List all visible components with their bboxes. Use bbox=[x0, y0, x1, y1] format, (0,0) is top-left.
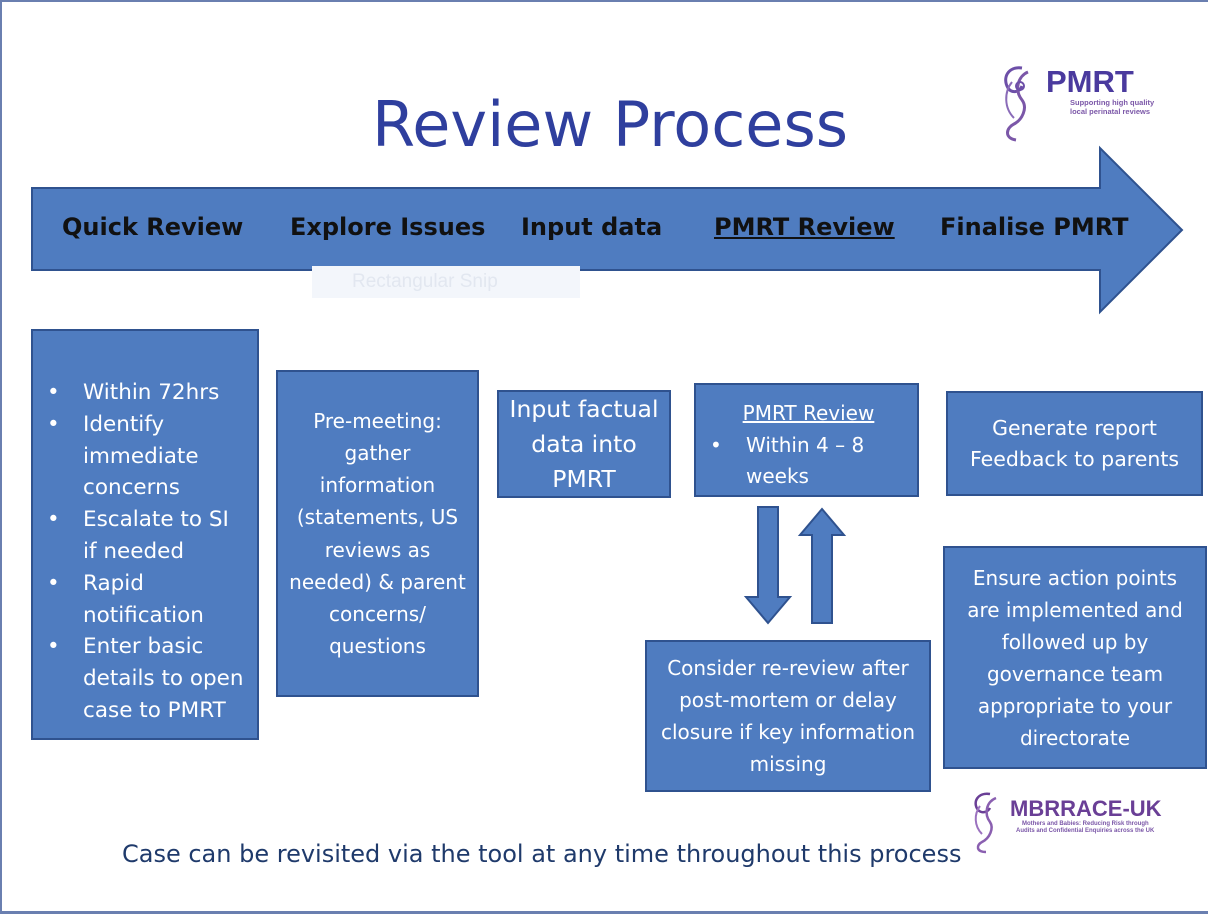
pmrt-review-box: PMRT Review •Within 4 – 8 weeks bbox=[694, 383, 919, 497]
explore-issues-text: Pre-meeting: gather information (stateme… bbox=[289, 408, 466, 659]
mbrrace-logo-tagline-2: Audits and Confidential Enquiries across… bbox=[1016, 828, 1155, 834]
input-data-box: Input factual data into PMRT bbox=[497, 390, 671, 498]
stage-finalise-pmrt: Finalise PMRT bbox=[940, 213, 1129, 241]
stage-quick-review: Quick Review bbox=[62, 213, 244, 241]
rectangular-snip-ghost: Rectangular Snip bbox=[312, 266, 580, 298]
down-arrow-icon bbox=[743, 506, 793, 625]
mbrrace-logo-name: MBRRACE-UK bbox=[1010, 796, 1162, 821]
stage-explore-issues: Explore Issues bbox=[290, 213, 486, 241]
list-item: •Within 4 – 8 weeks bbox=[710, 432, 865, 489]
process-arrow bbox=[31, 145, 1184, 315]
stage-input-data: Input data bbox=[521, 213, 663, 241]
slide-title: Review Process bbox=[371, 88, 849, 161]
ensure-action-text: Ensure action points are implemented and… bbox=[967, 565, 1183, 750]
ensure-action-box: Ensure action points are implemented and… bbox=[943, 546, 1207, 769]
pmrt-review-heading: PMRT Review bbox=[742, 401, 875, 425]
list-item: •Rapid notification bbox=[47, 570, 204, 628]
explore-issues-box: Pre-meeting: gather information (stateme… bbox=[276, 370, 479, 697]
generate-report-box: Generate report Feedback to parents bbox=[946, 391, 1203, 496]
pmrt-logo-tagline-1: Supporting high quality bbox=[1070, 98, 1155, 107]
stage-pmrt-review: PMRT Review bbox=[714, 213, 895, 241]
list-item: •Within 72hrs bbox=[47, 380, 220, 405]
footer-note: Case can be revisited via the tool at an… bbox=[122, 840, 962, 868]
feedback-parents-line: Feedback to parents bbox=[969, 446, 1180, 471]
mbrrace-logo-icon bbox=[974, 792, 997, 854]
quick-review-box: •Within 72hrs •Identify immediate concer… bbox=[31, 329, 259, 740]
list-item: •Identify immediate concerns bbox=[47, 411, 199, 501]
pmrt-logo-tagline-2: local perinatal reviews bbox=[1070, 107, 1151, 116]
pmrt-review-list: •Within 4 – 8 weeks bbox=[708, 430, 909, 493]
list-item: •Enter basic details to open case to PMR… bbox=[47, 634, 244, 723]
pmrt-logo-name: PMRT bbox=[1046, 64, 1134, 99]
pmrt-logo-icon bbox=[1004, 66, 1029, 142]
re-review-box: Consider re-review after post-mortem or … bbox=[645, 640, 931, 792]
generate-report-line: Generate report bbox=[992, 415, 1157, 440]
list-item: •Escalate to SI if needed bbox=[47, 507, 229, 564]
up-arrow-icon bbox=[797, 507, 847, 624]
mbrrace-logo-tagline-1: Mothers and Babies: Reducing Risk throug… bbox=[1022, 821, 1149, 827]
input-data-text: Input factual data into PMRT bbox=[509, 394, 659, 493]
quick-review-list: •Within 72hrs •Identify immediate concer… bbox=[47, 377, 249, 727]
snip-ghost-label: Rectangular Snip bbox=[352, 271, 498, 292]
re-review-text: Consider re-review after post-mortem or … bbox=[660, 656, 916, 776]
review-cycle-arrows bbox=[743, 506, 847, 625]
